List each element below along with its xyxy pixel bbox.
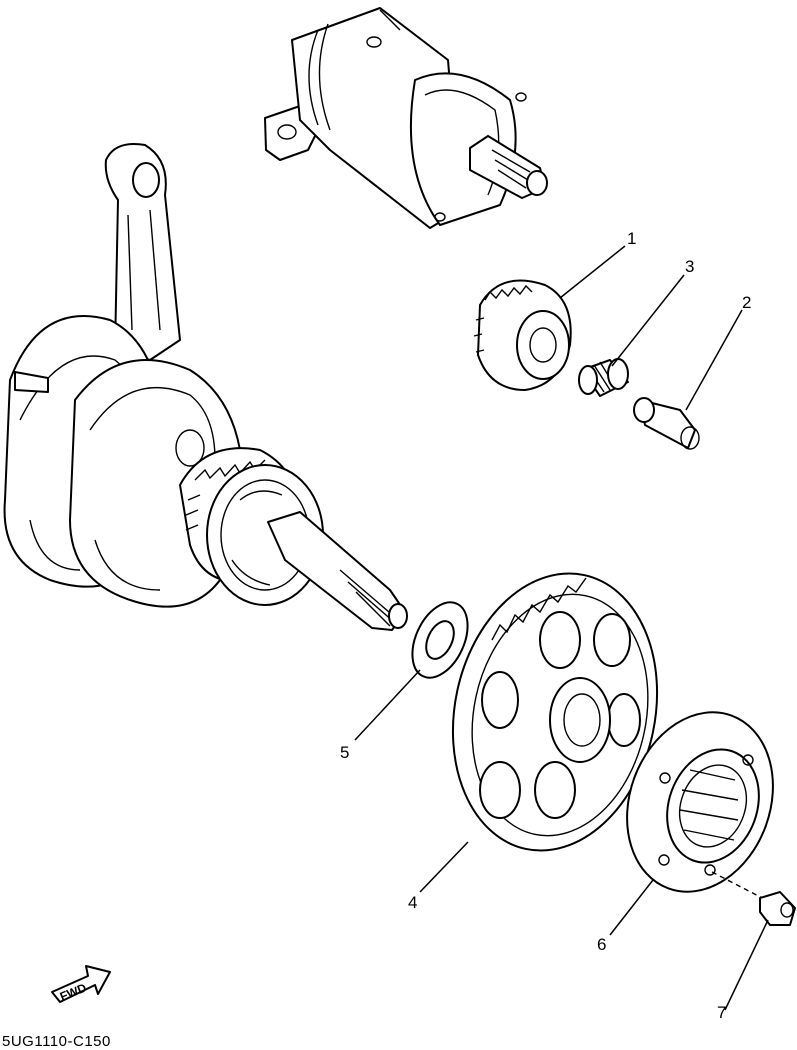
starter-motor[interactable]	[264, 7, 548, 229]
callout-1: 1	[627, 229, 636, 248]
fwd-label: FWD	[58, 980, 89, 1003]
part-5-washer[interactable]	[401, 594, 478, 687]
part-4-starter-wheel-gear[interactable]	[428, 554, 682, 869]
crankshaft-assembly[interactable]	[3, 143, 408, 631]
callout-4: 4	[408, 893, 417, 912]
callout-7: 7	[717, 1003, 726, 1022]
callout-6: 6	[597, 935, 606, 954]
part-6-one-way-clutch[interactable]	[603, 692, 797, 913]
part-2-shaft[interactable]	[633, 397, 700, 450]
part-1-idler-gear[interactable]	[473, 279, 572, 391]
callout-3: 3	[685, 257, 694, 276]
callout-2: 2	[742, 293, 751, 312]
part-3-needle-bearing[interactable]	[578, 358, 629, 397]
part-7-bolt[interactable]	[711, 871, 796, 926]
leader-lines	[354, 245, 769, 1011]
callout-5: 5	[340, 743, 349, 762]
fwd-direction-arrow-icon: FWD	[51, 965, 111, 1004]
diagram-code: 5UG1110-C150	[2, 1033, 111, 1050]
callout-labels: 1 2 3 4 5 6 7	[340, 229, 751, 1022]
